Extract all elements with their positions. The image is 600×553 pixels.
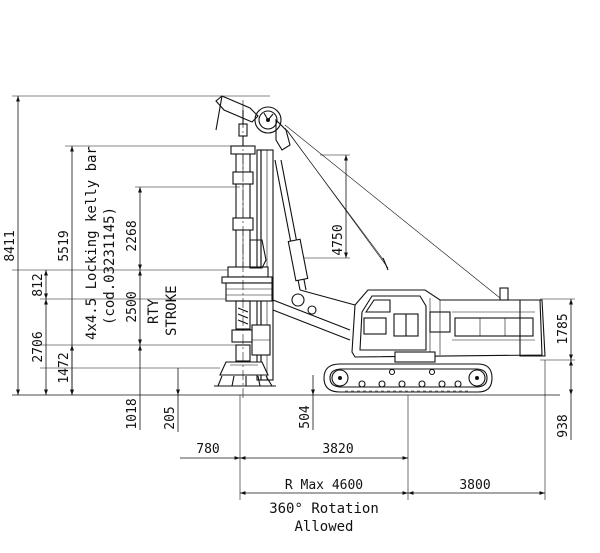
right-dimensions: 1785 938 [556,299,573,440]
dim-938: 938 [556,414,571,437]
horizontal-dimensions: 780 3820 R Max 4600 3800 [180,442,545,495]
kelly-bar-code: (cod.03231145) [102,207,118,325]
dim-1472: 1472 [57,352,72,383]
stroke-label: STROKE [164,285,180,336]
text-labels: 4x4.5 Locking kelly bar (cod.03231145) R… [84,146,379,535]
linkage [272,124,501,341]
kelly-bar-label: 4x4.5 Locking kelly bar [84,146,100,340]
undercarriage [323,351,493,393]
vertical-dimensions: 8411 5519 812 2706 1472 2268 2500 1018 2… [3,96,348,432]
mast-assembly [214,95,291,400]
dim-2268: 2268 [125,220,140,251]
dim-1018: 1018 [125,398,140,429]
dim-2500: 2500 [125,291,140,322]
dim-rmax: R Max 4600 [285,478,363,493]
dim-3800: 3800 [459,478,490,493]
upper-carriage [351,287,546,358]
dim-780: 780 [196,442,219,457]
rty-label: RTY [146,298,162,324]
dim-812: 812 [31,273,46,296]
dim-504: 504 [298,405,313,429]
dim-4750: 4750 [331,224,346,255]
dim-1785: 1785 [556,313,571,344]
rotation-label-line2: Allowed [294,519,353,535]
dim-8411: 8411 [3,230,18,261]
dim-5519: 5519 [57,230,72,261]
dim-205: 205 [163,406,178,429]
rotation-label-line1: 360° Rotation [269,501,379,517]
dim-2706: 2706 [31,331,46,362]
dim-3820: 3820 [322,442,353,457]
